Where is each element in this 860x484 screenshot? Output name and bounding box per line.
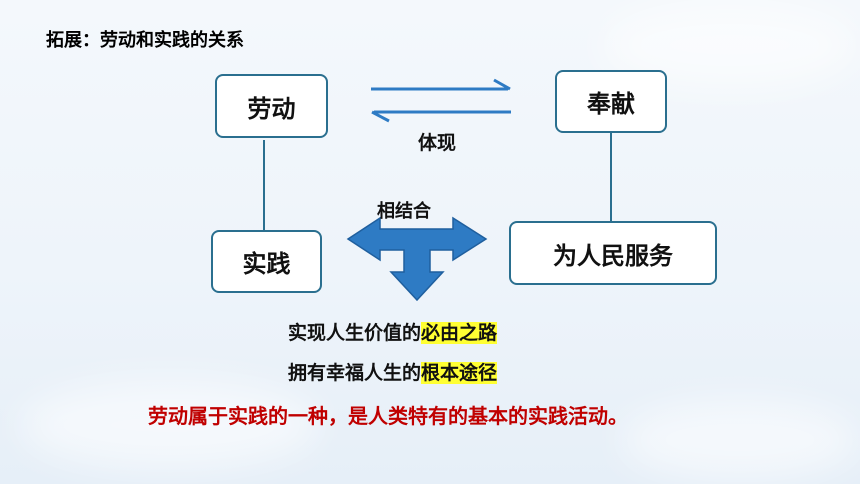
- dedication-box: 奉献: [555, 70, 667, 133]
- statement-2-prefix: 拥有幸福人生的: [288, 362, 422, 384]
- combine-t-arrow-icon: [346, 216, 488, 302]
- page-title: 拓展：劳动和实践的关系: [46, 30, 244, 51]
- statement-1-highlight: 必由之路: [421, 322, 498, 344]
- serve-people-box: 为人民服务: [509, 221, 717, 285]
- statement-2-highlight: 根本途径: [421, 362, 498, 384]
- statement-1-prefix: 实现人生价值的: [288, 322, 422, 344]
- practice-box: 实践: [211, 230, 322, 293]
- combine-label: 相结合: [377, 201, 431, 222]
- statement-1: 实现人生价值的必由之路: [288, 318, 498, 345]
- embody-arrows: [371, 78, 511, 123]
- embody-label: 体现: [418, 132, 457, 154]
- conclusion-text: 劳动属于实践的一种，是人类特有的基本的实践活动。: [148, 404, 628, 428]
- background-cloud: [20, 380, 320, 470]
- labor-box: 劳动: [215, 74, 328, 138]
- background-cloud: [620, 400, 860, 480]
- statement-2: 拥有幸福人生的根本途径: [288, 358, 498, 385]
